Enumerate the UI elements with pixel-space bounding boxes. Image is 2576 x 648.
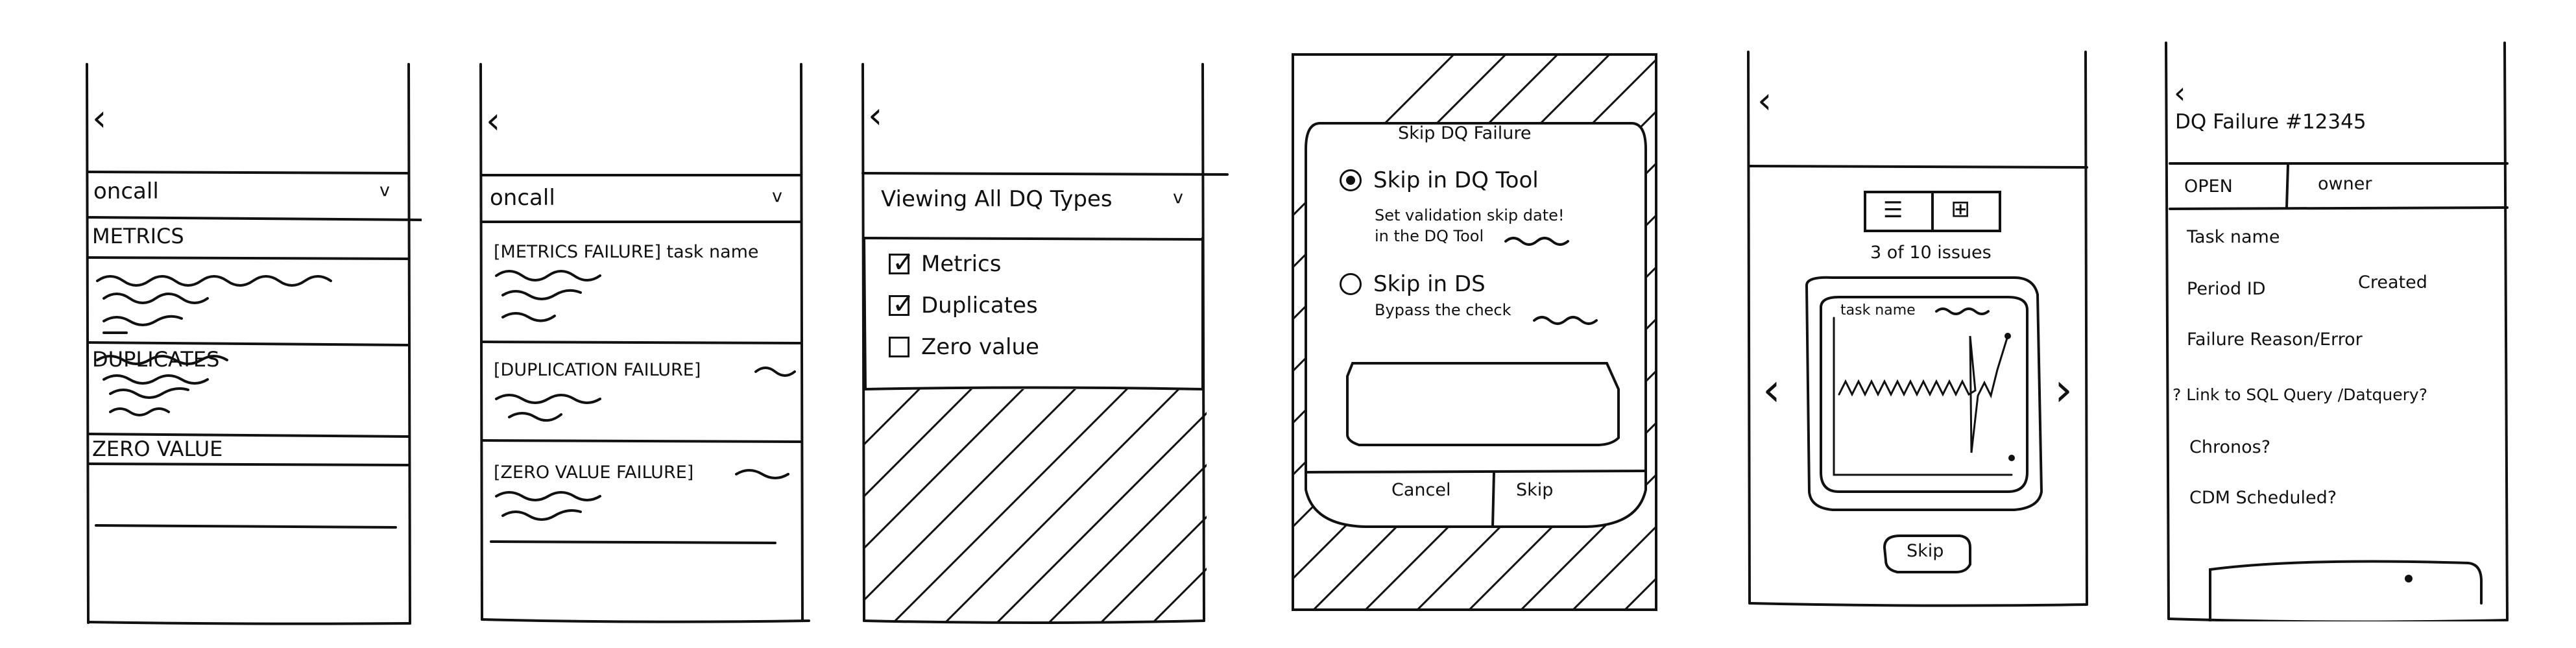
screen-6-dq-failure-detail: ‹ DQ Failure #12345 OPEN owner Task name… — [2157, 38, 2520, 621]
grid-view-icon[interactable]: ⊞ — [1951, 196, 1971, 222]
owner-field[interactable]: owner — [2318, 174, 2372, 194]
phone-frame — [1747, 51, 2088, 607]
skip-button[interactable]: Skip — [1516, 480, 1554, 500]
option-duplicates[interactable]: Duplicates — [889, 288, 1038, 320]
checkbox-unchecked-icon[interactable] — [889, 337, 909, 357]
option-skip-in-dq-tool-desc-2: in the DQ Tool — [1375, 227, 1484, 245]
field-period-id: Period ID — [2187, 279, 2266, 299]
section-zero-value: ZERO VALUE — [92, 437, 223, 461]
screen-3-dq-type-filter: ‹ Viewing All DQ Types v Metrics Duplica… — [858, 62, 1247, 626]
placeholder-scribbles — [1935, 307, 1990, 315]
field-created: Created — [2358, 272, 2427, 293]
option-skip-in-ds-label: Skip in DS — [1373, 271, 1486, 297]
field-task-name: Task name — [2187, 227, 2280, 247]
option-duplicates-label: Duplicates — [921, 293, 1038, 318]
field-failure-reason: Failure Reason/Error — [2187, 330, 2363, 350]
issue-card-title: task name — [1840, 302, 1916, 318]
field-cdm-scheduled: CDM Scheduled? — [2189, 488, 2337, 508]
list-view-icon[interactable]: ☰ — [1883, 197, 1903, 223]
list-item-duplication-failure[interactable]: [DUPLICATION FAILURE] — [494, 360, 701, 380]
placeholder-scribbles — [96, 275, 332, 416]
option-zero-value-label: Zero value — [921, 334, 1039, 360]
checkbox-checked-icon[interactable] — [889, 246, 915, 278]
screen-5-issue-carousel: ‹ ☰ ⊞ 3 of 10 issues ‹ › task name Skip — [1742, 51, 2099, 615]
field-chronos: Chronos? — [2189, 437, 2271, 457]
screen-4-skip-dialog: Skip DQ Failure Skip in DQ Tool Set vali… — [1288, 52, 1664, 616]
phone-frame — [1292, 53, 1657, 611]
section-duplicates: DUPLICATES — [92, 347, 220, 372]
oncall-dropdown-value[interactable]: oncall — [490, 185, 555, 211]
chevron-down-icon[interactable]: v — [1173, 187, 1183, 208]
back-chevron-icon[interactable]: ‹ — [486, 100, 501, 142]
next-issue-chevron-icon[interactable]: › — [2054, 363, 2073, 416]
screen-2-oncall-failure-list: ‹ oncall v [METRICS FAILURE] task name [… — [477, 62, 821, 626]
field-sql-query-link[interactable]: ? Link to SQL Query /Datquery? — [2173, 385, 2427, 404]
checkbox-checked-icon[interactable] — [889, 288, 915, 320]
cancel-button[interactable]: Cancel — [1391, 480, 1451, 500]
oncall-dropdown-value[interactable]: oncall — [93, 178, 159, 204]
back-chevron-icon[interactable]: ‹ — [92, 97, 107, 139]
back-chevron-icon[interactable]: ‹ — [1757, 80, 1772, 122]
option-metrics[interactable]: Metrics — [889, 246, 1002, 278]
back-chevron-icon[interactable]: ‹ — [868, 95, 883, 137]
chevron-down-icon[interactable]: v — [772, 186, 782, 206]
skip-button[interactable]: Skip — [1907, 541, 1944, 561]
list-item-metrics-failure[interactable]: [METRICS FAILURE] task name — [494, 242, 759, 262]
option-metrics-label: Metrics — [921, 251, 1002, 277]
phone-frame — [2165, 42, 2509, 621]
previous-issue-chevron-icon[interactable]: ‹ — [1763, 363, 1781, 416]
phone-frame — [86, 63, 422, 625]
option-skip-in-ds[interactable]: Skip in DS — [1340, 271, 1486, 297]
option-skip-in-dq-tool-desc: Set validation skip date! — [1375, 206, 1565, 224]
section-metrics: METRICS — [92, 224, 184, 248]
issue-counter: 3 of 10 issues — [1870, 243, 1992, 263]
back-chevron-icon[interactable]: ‹ — [2174, 75, 2186, 110]
option-skip-in-ds-desc: Bypass the check — [1375, 301, 1511, 319]
phone-frame — [861, 63, 1229, 624]
chevron-down-icon[interactable]: v — [379, 180, 390, 200]
option-skip-in-dq-tool[interactable]: Skip in DQ Tool — [1340, 167, 1539, 193]
screen-1-oncall-sections: ‹ oncall v METRICS DUPLICATES ZERO VALUE — [84, 62, 422, 626]
status-badge[interactable]: OPEN — [2184, 176, 2233, 197]
radio-selected-icon[interactable] — [1340, 169, 1362, 191]
background-overlay-hatching — [863, 389, 1207, 621]
trend-chart — [1833, 317, 2013, 476]
radio-unselected-icon[interactable] — [1340, 273, 1362, 295]
placeholder-scribbles — [1504, 237, 1598, 325]
page-title: DQ Failure #12345 — [2175, 110, 2366, 134]
option-skip-in-dq-tool-label: Skip in DQ Tool — [1373, 167, 1539, 193]
option-zero-value[interactable]: Zero value — [889, 334, 1039, 360]
list-item-zero-value-failure[interactable]: [ZERO VALUE FAILURE] — [494, 462, 694, 483]
phone-frame — [479, 63, 810, 623]
dq-type-filter-label[interactable]: Viewing All DQ Types — [881, 186, 1113, 212]
dialog-title: Skip DQ Failure — [1398, 123, 1532, 143]
placeholder-scribbles — [495, 270, 796, 521]
